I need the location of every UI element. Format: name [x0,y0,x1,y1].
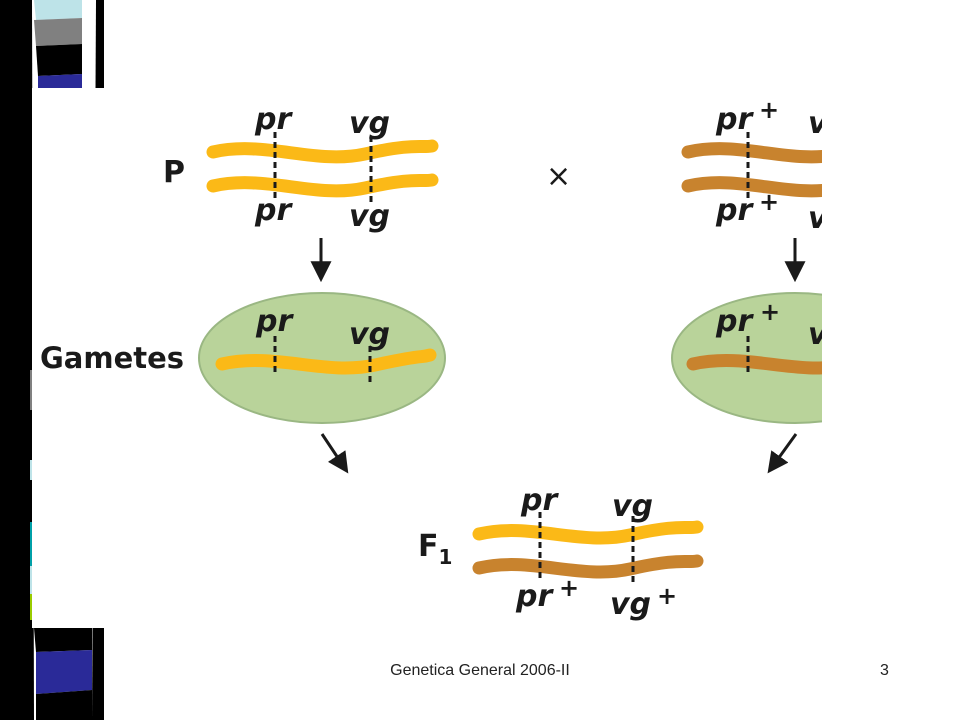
f1-subscript: 1 [439,545,453,569]
gametes-label: Gametes [40,341,184,375]
chromosome-brown [686,354,822,375]
chromosome-yellow [206,173,439,198]
arrow-diagonal [767,433,798,474]
gene-label-pr: pr [255,304,294,339]
chromosome-brown [681,176,822,198]
wildtype-plus: + [760,298,780,326]
wildtype-plus: + [759,188,779,216]
f1-label: F1 [418,529,452,569]
wildtype-plus: + [759,96,779,124]
f1-letter: F [418,529,439,564]
gene-label-vg: vg [808,201,822,236]
gene-label-vg: vg [808,106,822,141]
chromosome-yellow [472,520,704,545]
wildtype-plus: + [559,574,579,602]
gene-label-pr: pr [254,102,293,137]
page-number: 3 [880,662,889,679]
gamete-cell-right: pr + vg + [671,292,822,424]
gamete-cell-left: pr vg [198,292,446,424]
wildtype-plus: + [657,582,677,610]
parent-right-chromosomes: pr + vg + pr + vg + [681,96,822,236]
gene-label-vg: vg [349,199,390,234]
gene-label-vg: vg [610,587,651,622]
gene-label-vg: vg [349,317,390,352]
genetic-cross-diagram: P × pr vg pr vg pr + vg + pr + vg + Game… [32,88,822,628]
chromosome-yellow [215,348,437,375]
gene-label-pr: pr [254,193,293,228]
arrow-diagonal [320,433,349,474]
chromosome-yellow [206,139,439,164]
generation-p-label: P [163,155,185,190]
cross-symbol: × [546,159,571,194]
parent-left-chromosomes: pr vg pr vg [206,102,439,234]
chromosome-brown [472,554,704,579]
gene-label-pr: pr [715,304,754,339]
gene-label-pr: pr [715,193,754,228]
gene-label-vg: vg [349,106,390,141]
gene-label-pr: pr [715,102,754,137]
gene-label-pr: pr [520,483,559,518]
gene-label-vg: vg [808,317,822,352]
chromosome-brown [681,142,822,164]
gene-label-pr: pr [515,579,554,614]
footer-title: Genetica General 2006-II [390,662,570,679]
gene-label-vg: vg [612,489,653,524]
f1-chromosomes: pr vg pr + vg + [472,483,704,622]
